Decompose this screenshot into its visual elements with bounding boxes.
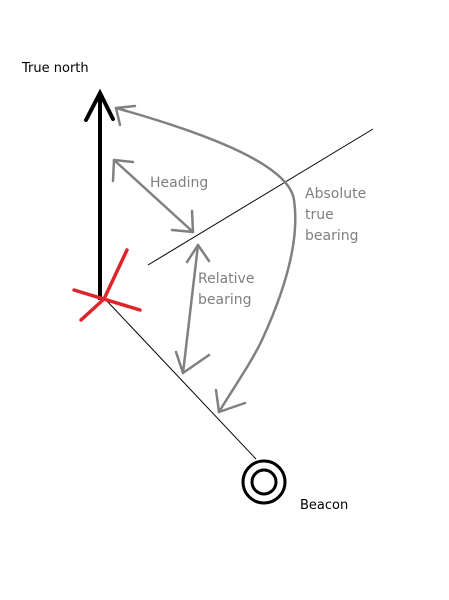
heading-line xyxy=(147,128,374,266)
aircraft-cross-icon xyxy=(72,248,142,322)
absolute-bearing-arrow xyxy=(114,104,297,414)
relative-bearing-label-line2: bearing xyxy=(198,292,251,308)
absolute-bearing-label-line1: Absolute xyxy=(305,186,366,202)
beacon-line xyxy=(105,299,257,460)
heading-angle-arrow xyxy=(111,158,195,234)
true-north-arrow xyxy=(84,88,115,300)
relative-bearing-label-line1: Relative xyxy=(198,271,254,287)
absolute-bearing-label-line2: true xyxy=(305,207,334,223)
beacon-label: Beacon xyxy=(300,498,348,513)
beacon-icon xyxy=(241,459,287,505)
heading-label: Heading xyxy=(150,175,208,191)
absolute-bearing-label-line3: bearing xyxy=(305,228,358,244)
true-north-label: True north xyxy=(21,61,89,76)
relative-bearing-arrow xyxy=(174,243,211,375)
